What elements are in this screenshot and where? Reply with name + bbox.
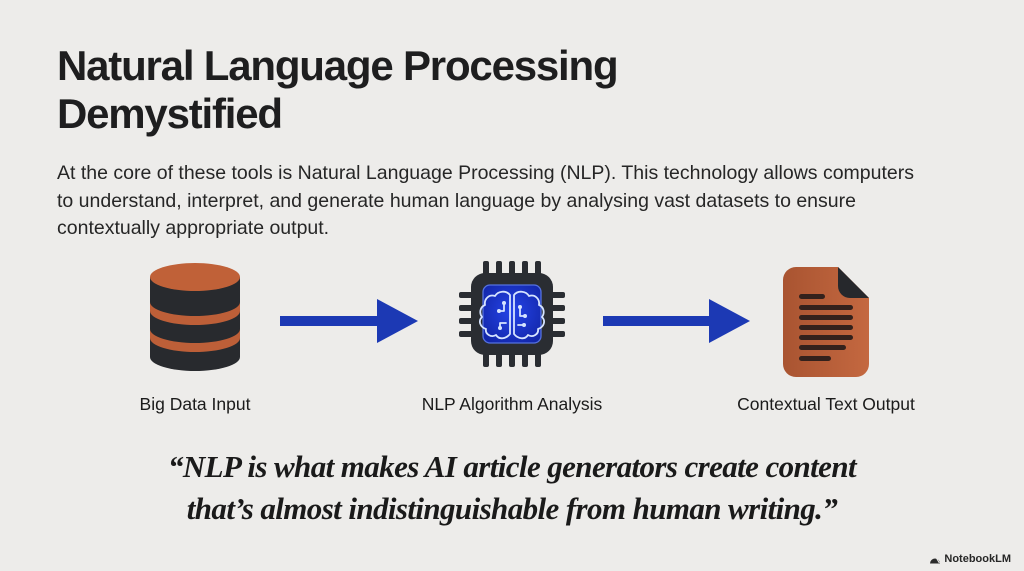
arrow-right-icon: [280, 295, 420, 347]
step-label-big-data-input: Big Data Input: [139, 394, 251, 414]
intro-paragraph: At the core of these tools is Natural La…: [57, 162, 915, 240]
document-icon: [782, 266, 870, 378]
step-label-contextual-text-output: Contextual Text Output: [737, 394, 915, 414]
database-icon: [149, 262, 241, 372]
watermark: NotebookLM: [929, 553, 1011, 565]
watermark-label: NotebookLM: [944, 553, 1011, 565]
step-label-nlp-algorithm-analysis: NLP Algorithm Analysis: [421, 394, 603, 414]
chip-brain-icon: [459, 261, 565, 367]
pull-quote: “NLP is what makes AI article generators…: [167, 449, 857, 527]
arrow-right-icon: [603, 295, 752, 347]
notebooklm-logo-icon: [929, 553, 941, 565]
page-title: Natural Language Processing Demystified: [57, 42, 619, 137]
